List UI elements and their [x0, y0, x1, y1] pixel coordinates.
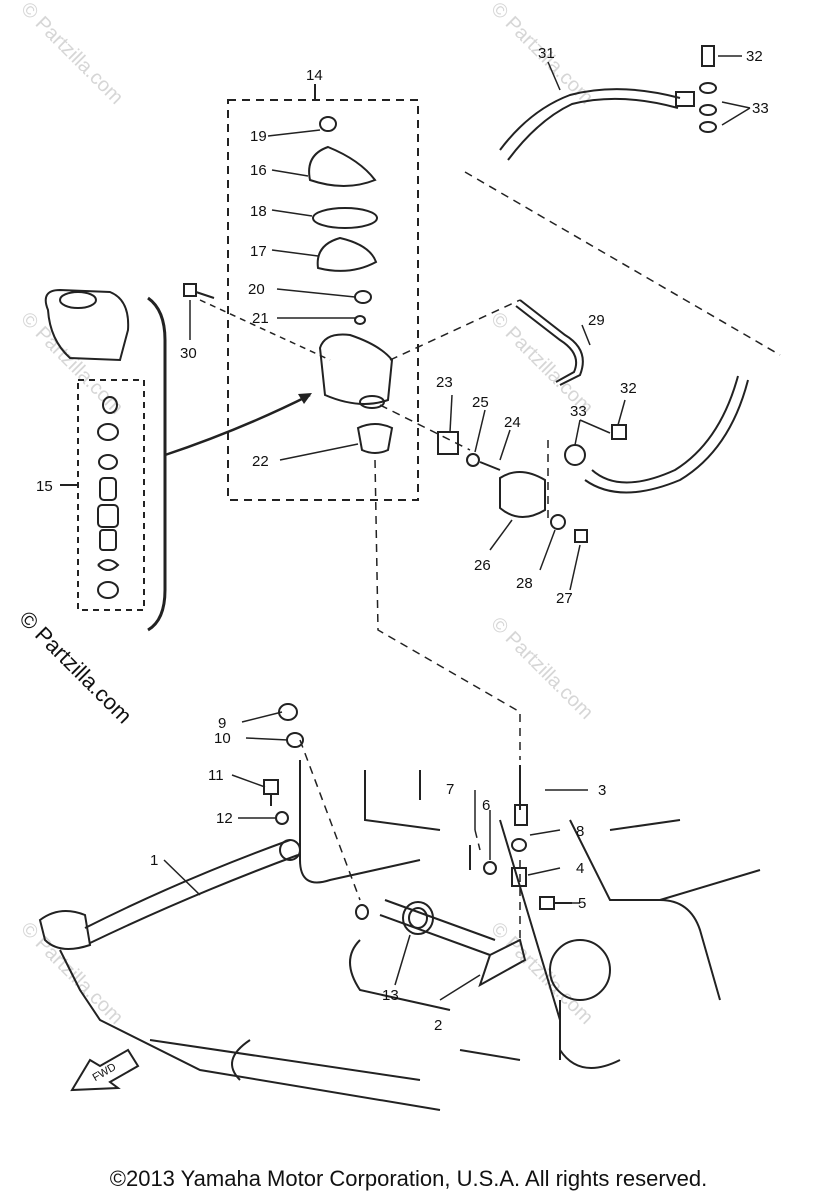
callout-26: 26 — [474, 557, 491, 574]
callout-23: 23 — [436, 374, 453, 391]
frame-outline — [59, 760, 761, 1111]
callout-15: 15 — [36, 478, 53, 495]
watermark: © Partzilla.com — [486, 918, 597, 1029]
bolt-30 — [183, 283, 215, 299]
callout-13: 13 — [382, 987, 399, 1004]
callout-18: 18 — [250, 203, 267, 220]
leader-lines — [163, 55, 751, 1001]
callout-4: 4 — [576, 860, 584, 877]
callout-3: 3 — [598, 782, 606, 799]
watermark: © Partzilla.com — [486, 613, 597, 724]
callout-20: 20 — [248, 281, 265, 298]
watermark: © Partzilla.com — [16, 0, 127, 109]
brake-hose-31 — [499, 45, 717, 161]
callout-8: 8 — [576, 823, 584, 840]
callout-14: 14 — [306, 67, 323, 84]
callout-19: 19 — [250, 128, 267, 145]
arrow-head — [298, 393, 312, 404]
fasteners-9-12 — [263, 703, 304, 825]
callout-9: 9 — [218, 715, 226, 732]
callout-2: 2 — [434, 1017, 442, 1034]
callout-12: 12 — [216, 810, 233, 827]
copyright-notice: ©2013 Yamaha Motor Corporation, U.S.A. A… — [109, 1166, 708, 1191]
callout-24: 24 — [504, 414, 521, 431]
callout-21: 21 — [252, 310, 269, 327]
piston-kit-parts — [97, 396, 120, 599]
callout-1: 1 — [150, 852, 158, 869]
callout-22: 22 — [252, 453, 269, 470]
dashed-leaders — [299, 171, 781, 940]
brake-hose-lower — [564, 375, 749, 494]
arrow-15-to-cylinder — [164, 393, 311, 457]
callout-33: 33 — [752, 100, 769, 117]
callout-5: 5 — [578, 895, 586, 912]
forward-arrow: FWD — [70, 1048, 140, 1092]
callout-27: 27 — [556, 590, 573, 607]
leader-30 — [199, 299, 331, 361]
callout-31: 31 — [538, 45, 555, 62]
callout-6: 6 — [482, 797, 490, 814]
watermark: © Partzilla.com — [16, 308, 127, 419]
brake-pedal-1 — [38, 839, 301, 950]
callout-32: 32 — [746, 48, 763, 65]
callout-29: 29 — [588, 312, 605, 329]
callout-labels: 1 2 3 4 5 6 7 8 9 10 11 12 13 14 15 16 1… — [36, 45, 769, 1034]
bracket-15 — [147, 296, 167, 632]
reservoir-sketch — [44, 288, 130, 362]
callout-25: 25 — [472, 394, 489, 411]
assembly-14-box — [227, 99, 419, 501]
callout-30: 30 — [180, 345, 197, 362]
callout-17: 17 — [250, 243, 267, 260]
push-rod-3 — [469, 765, 572, 910]
brake-pipe-29 — [515, 299, 584, 386]
pedal-shaft-2 — [355, 899, 527, 988]
callout-32b: 32 — [620, 380, 637, 397]
valve-26 — [437, 431, 588, 543]
callout-28: 28 — [516, 575, 533, 592]
callout-7: 7 — [446, 781, 454, 798]
callout-11: 11 — [208, 767, 224, 784]
watermark-side: © Partzilla.com — [14, 606, 137, 729]
callout-33b: 33 — [570, 403, 587, 420]
master-cylinder-parts — [308, 116, 394, 454]
assembly-15-box — [77, 379, 145, 611]
callout-10: 10 — [214, 730, 231, 747]
callout-16: 16 — [250, 162, 267, 179]
